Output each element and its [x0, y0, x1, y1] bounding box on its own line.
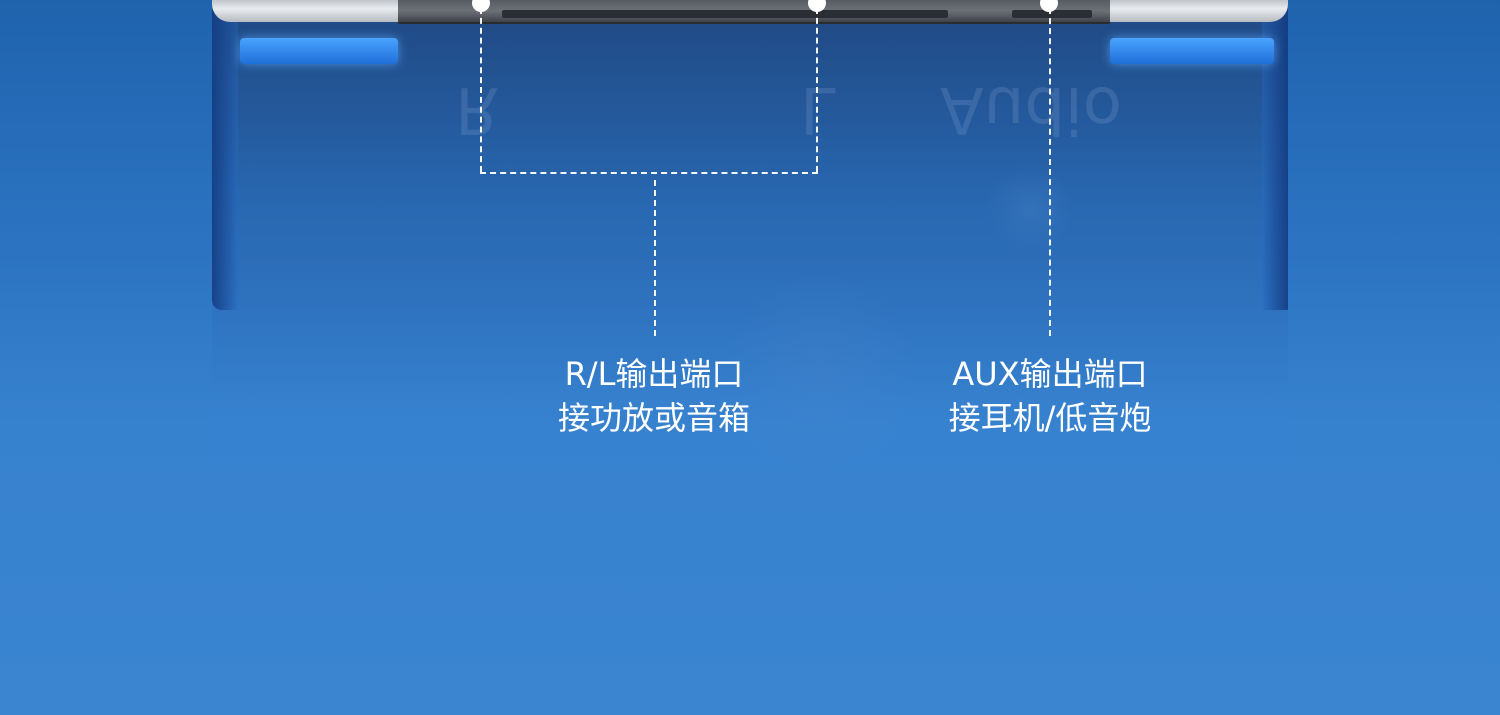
indicator-light-right [1110, 38, 1274, 64]
device-left-edge [212, 10, 238, 310]
connector-slot [1012, 10, 1092, 18]
connector-slot [502, 10, 582, 18]
callout-rl-line2: 接功放或音箱 [557, 399, 750, 437]
ghost-label-audio: Audio [940, 72, 1122, 146]
callout-dot-aux [1040, 0, 1058, 12]
ghost-label-r: R [455, 72, 500, 146]
ghost-jack [985, 165, 1075, 255]
callout-dot-l [808, 0, 826, 12]
callout-line-aux [1049, 8, 1051, 336]
callout-dot-r [472, 0, 490, 12]
callout-rl: R/L输出端口 接功放或音箱 [504, 352, 804, 440]
device-body [212, 0, 1288, 680]
callout-aux-line1: AUX输出端口 [952, 355, 1148, 393]
callout-line-rl-stem [654, 180, 656, 336]
callout-line-r [480, 8, 482, 172]
connector-panel [398, 0, 1110, 24]
callout-rl-line1: R/L输出端口 [564, 355, 744, 393]
callout-aux: AUX输出端口 接耳机/低音炮 [900, 352, 1200, 440]
callout-line-rl-join [480, 172, 818, 174]
callout-aux-line2: 接耳机/低音炮 [948, 399, 1152, 437]
callout-line-l [816, 8, 818, 172]
ghost-knob [720, 270, 920, 470]
indicator-light-left [240, 38, 398, 64]
connector-slot [558, 10, 948, 18]
